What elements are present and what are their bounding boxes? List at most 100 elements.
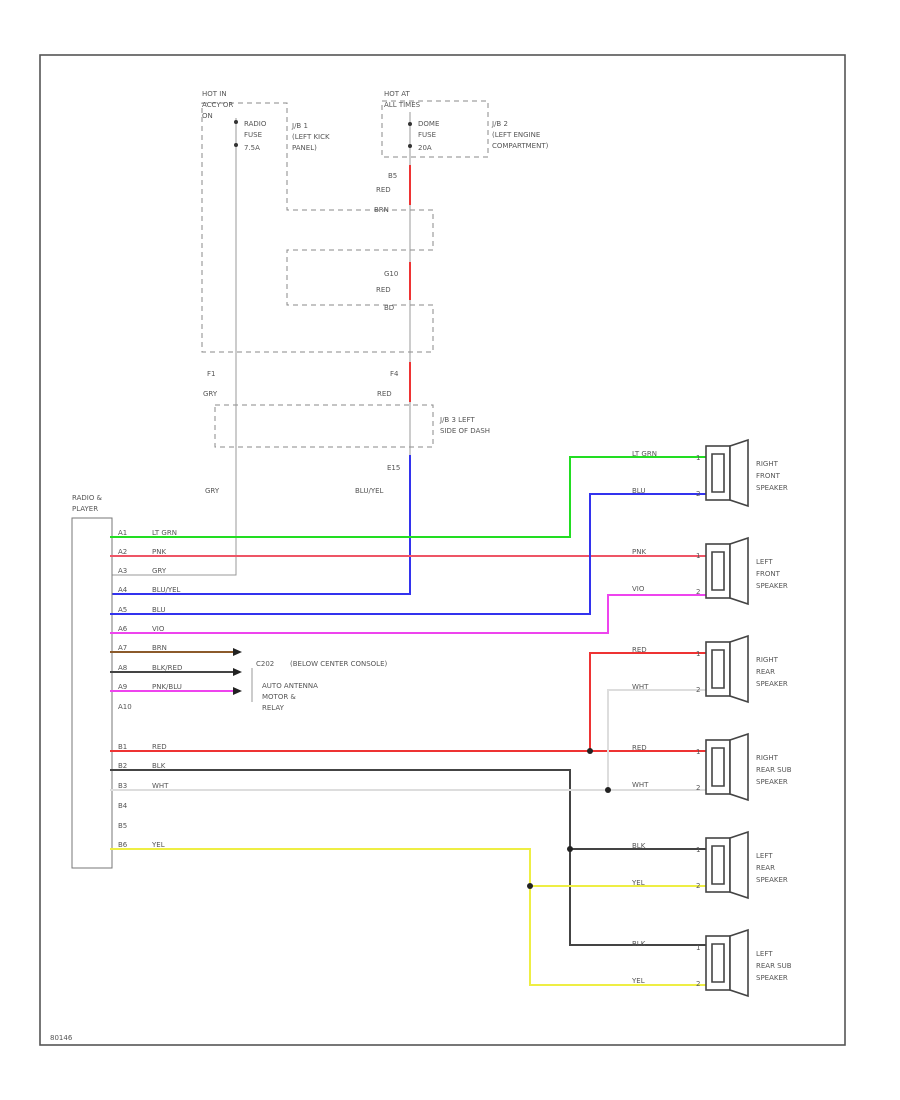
blu-wire bbox=[110, 493, 706, 615]
terminal-1: 1 bbox=[696, 944, 700, 952]
radio-title: RADIO &PLAYER bbox=[72, 494, 103, 513]
pin-number: A9 bbox=[118, 683, 127, 691]
speaker-wire-2: YEL bbox=[631, 977, 645, 985]
speaker-magnet bbox=[711, 747, 725, 787]
gray-feed-wire bbox=[110, 118, 237, 576]
pin-wire-color: RED bbox=[152, 743, 167, 751]
fuse-a-terminal bbox=[234, 143, 238, 147]
antenna-connector: C202 bbox=[256, 660, 274, 668]
connector-c2: G10 bbox=[384, 270, 398, 278]
jb1-outline bbox=[201, 102, 434, 353]
terminal-1: 1 bbox=[696, 650, 700, 658]
speaker-wire-1: BLK bbox=[632, 940, 646, 948]
pin-number: B5 bbox=[118, 822, 127, 830]
terminal-1: 1 bbox=[696, 454, 700, 462]
connector-c3b: F4 bbox=[390, 370, 399, 378]
connector-c2-wire: RED bbox=[376, 286, 391, 294]
antenna-location: (BELOW CENTER CONSOLE) bbox=[290, 660, 388, 668]
pin-number: A5 bbox=[118, 606, 127, 614]
fuse-b-terminal bbox=[408, 144, 412, 148]
terminal-2: 2 bbox=[696, 686, 700, 694]
jb3-outline bbox=[214, 404, 434, 448]
connector-c4: E15 bbox=[387, 464, 400, 472]
gry-wire-label: GRY bbox=[205, 487, 220, 495]
terminal-1: 1 bbox=[696, 846, 700, 854]
vio-wire bbox=[110, 594, 706, 634]
speaker-cone bbox=[729, 830, 749, 900]
pin-wire-color: BLK bbox=[152, 762, 166, 770]
pin-number: A4 bbox=[118, 586, 128, 594]
terminal-2: 2 bbox=[696, 784, 700, 792]
connector-c1b-wire: BRN bbox=[374, 206, 389, 214]
arrow-icon bbox=[233, 687, 242, 695]
connector-c1-wire: RED bbox=[376, 186, 391, 194]
speaker-cone bbox=[729, 732, 749, 802]
arrow-icon bbox=[233, 668, 242, 676]
pin-number: A1 bbox=[118, 529, 127, 537]
speaker-cone bbox=[729, 438, 749, 508]
pin-wire-color: BLK/RED bbox=[152, 664, 182, 672]
connector-c3a-wire: GRY bbox=[203, 390, 218, 398]
speaker-wire-1: LT GRN bbox=[632, 450, 657, 458]
splice-point bbox=[527, 883, 533, 889]
speaker-wire-2: BLU bbox=[632, 487, 645, 495]
terminal-2: 2 bbox=[696, 882, 700, 890]
terminal-1: 1 bbox=[696, 748, 700, 756]
terminal-1: 1 bbox=[696, 552, 700, 560]
speaker-cone bbox=[729, 634, 749, 704]
jb2-outline bbox=[381, 100, 489, 158]
pin-wire-color: GRY bbox=[152, 567, 167, 575]
fuse-a-rating: 7.5A bbox=[244, 144, 260, 152]
speaker-wires bbox=[110, 456, 706, 986]
blu-yel-wire bbox=[110, 455, 411, 595]
yel-wire bbox=[110, 848, 706, 986]
speaker-magnet bbox=[711, 845, 725, 885]
splice-point bbox=[567, 846, 573, 852]
speaker-cone bbox=[729, 928, 749, 998]
speaker-wire-1: BLK bbox=[632, 842, 646, 850]
speaker-magnet bbox=[711, 551, 725, 591]
pin-wire-color: YEL bbox=[151, 841, 165, 849]
speaker-wire-1: RED bbox=[632, 646, 647, 654]
pin-number: A6 bbox=[118, 625, 128, 633]
pin-wire-color: BLU/YEL bbox=[152, 586, 181, 594]
fuse-b-rating: 20A bbox=[418, 144, 432, 152]
pin-number: A10 bbox=[118, 703, 132, 711]
speaker-wire-1: PNK bbox=[632, 548, 646, 556]
speaker-wire-1: RED bbox=[632, 744, 647, 752]
pin-number: B2 bbox=[118, 762, 127, 770]
pin-wire-color: BRN bbox=[152, 644, 167, 652]
speaker-magnet bbox=[711, 453, 725, 493]
speaker-wire-2: VIO bbox=[632, 585, 645, 593]
pin-wire-color: BLU bbox=[152, 606, 165, 614]
pin-wire-color: PNK/BLU bbox=[152, 683, 182, 691]
terminal-2: 2 bbox=[696, 980, 700, 988]
pin-wire-color: PNK bbox=[152, 548, 166, 556]
splice-point bbox=[605, 787, 611, 793]
speaker-magnet bbox=[711, 943, 725, 983]
connector-c3a: F1 bbox=[207, 370, 215, 378]
pin-number: B1 bbox=[118, 743, 127, 751]
pin-wire-color: VIO bbox=[152, 625, 165, 633]
blk-wire bbox=[110, 769, 706, 946]
footer-code: 80146 bbox=[50, 1034, 73, 1042]
pin-wire-color: WHT bbox=[152, 782, 169, 790]
speaker-cone bbox=[729, 536, 749, 606]
speaker-wire-2: WHT bbox=[632, 781, 649, 789]
pin-number: B4 bbox=[118, 802, 128, 810]
